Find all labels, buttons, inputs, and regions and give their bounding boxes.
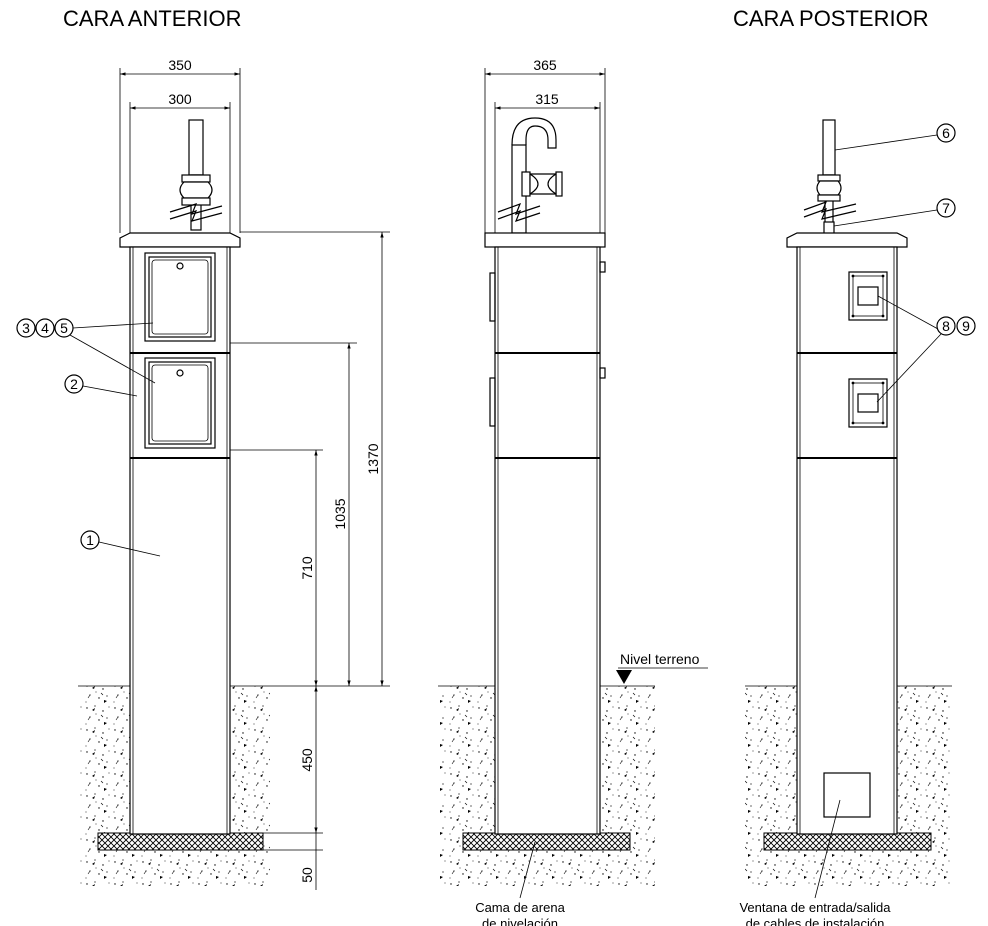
back-pillar (786, 119, 908, 835)
dim-base-thickness: 50 (299, 867, 315, 883)
sand-bed-back (763, 832, 932, 851)
callout-5: 5 (60, 320, 68, 336)
dim-side-inner-width: 315 (535, 91, 559, 107)
cable-window (823, 772, 871, 818)
insulator-front (179, 174, 213, 206)
callout-7: 7 (942, 200, 950, 216)
ground-level-label: Nivel terreno (620, 651, 700, 667)
cable-window-label: Ventana de entrada/salida (739, 900, 891, 915)
sand-bed-side (462, 832, 631, 851)
callout-6: 6 (942, 125, 950, 141)
sand-bed-front (97, 832, 264, 851)
front-top-dimensions: 350 300 (119, 57, 241, 233)
dim-front-outer-width: 350 (168, 57, 192, 73)
ground-front (78, 685, 285, 886)
dim-front-inner-width: 300 (168, 91, 192, 107)
dim-upper-height: 1035 (332, 498, 348, 529)
front-pillar (119, 119, 241, 835)
side-pillar (484, 117, 606, 835)
ground-back (745, 685, 952, 886)
dim-lower-height: 710 (299, 556, 315, 580)
cable-window-label-cont: de cables de instalación (746, 916, 885, 926)
callout-8: 8 (942, 318, 950, 334)
title-back: CARA POSTERIOR (733, 6, 929, 31)
callout-2: 2 (70, 376, 78, 392)
callout-1: 1 (86, 532, 94, 548)
dim-buried-depth: 450 (299, 748, 315, 772)
callout-4: 4 (41, 320, 49, 336)
callout-9: 9 (962, 318, 970, 334)
dim-side-outer-width: 365 (533, 57, 557, 73)
sand-bed-note: Cama de arena de nivelación (475, 841, 566, 926)
ground-side (438, 685, 655, 886)
front-vertical-dimensions: 1370 1035 710 450 50 (230, 231, 390, 890)
title-front: CARA ANTERIOR (63, 6, 241, 31)
side-top-dimensions: 365 315 (484, 57, 606, 233)
ground-level-marker: Nivel terreno (616, 651, 708, 684)
callout-3: 3 (22, 320, 30, 336)
sand-bed-label-cont: de nivelación (482, 916, 558, 926)
back-callouts: 6 7 8 9 (833, 123, 976, 403)
sand-bed-label: Cama de arena (475, 900, 565, 915)
front-callouts: 3 4 5 2 1 (16, 318, 161, 557)
dim-total-height: 1370 (365, 443, 381, 474)
cable-window-note: Ventana de entrada/salida de cables de i… (739, 799, 891, 926)
